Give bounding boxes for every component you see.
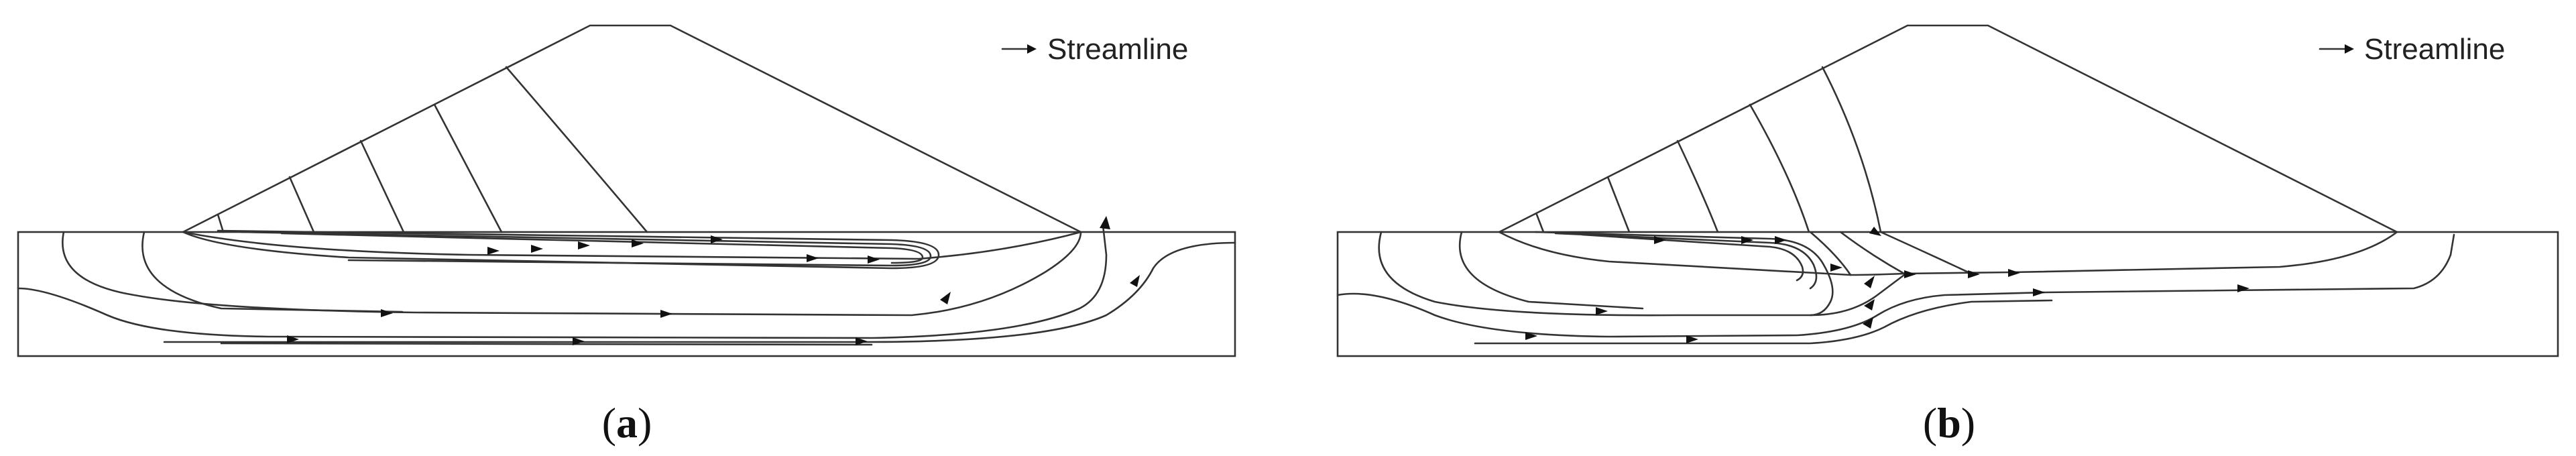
arrow-mark (807, 254, 819, 262)
streamline (1839, 231, 1906, 275)
streamline (1809, 231, 1852, 276)
arrow-mark (487, 247, 500, 255)
arrow-mark (1830, 264, 1842, 272)
streamline (1458, 231, 1644, 310)
arrow-mark (287, 335, 299, 343)
arrow-mark (1686, 335, 1698, 343)
arrow-mark (531, 245, 543, 253)
arrow-mark (632, 239, 644, 247)
streamlines-a (17, 224, 1236, 346)
panel-b: Streamline (b) (1336, 24, 2559, 447)
arrowheads-b (1525, 227, 2249, 343)
streamline (1534, 231, 1834, 317)
panel-caption: (a) (602, 399, 652, 447)
dam-line (1535, 213, 1545, 233)
legend-label: Streamline (2364, 33, 2505, 66)
streamline (1498, 231, 2398, 276)
arrow-mark (940, 292, 951, 304)
arrow-mark (1596, 307, 1608, 315)
dam-line (217, 213, 225, 233)
legend-label: Streamline (1047, 33, 1188, 66)
caption-close: ) (1961, 399, 1975, 447)
arrow-mark (1654, 236, 1666, 244)
dam-line (359, 139, 405, 233)
dam-line (1676, 139, 1719, 233)
streamline (1336, 233, 2455, 338)
arrow-mark (1864, 276, 1875, 288)
dam-outline-b (1499, 24, 2398, 233)
streamline (182, 229, 940, 270)
arrow-mark (2237, 284, 2249, 292)
arrow-mark (1100, 216, 1110, 229)
streamline (17, 224, 1108, 339)
dam-line (1749, 103, 1810, 233)
streamline (240, 231, 932, 267)
streamline (182, 231, 1082, 260)
arrow-mark (660, 310, 672, 318)
streamline (1554, 232, 1818, 290)
legend-arrow-icon (1027, 44, 1037, 54)
streamlines-b (1336, 231, 2455, 345)
streamline (163, 241, 1236, 343)
streamline (141, 231, 404, 313)
arrow-mark (1775, 236, 1787, 244)
legend-arrow-icon (2345, 44, 2354, 54)
arrow-mark (1130, 275, 1140, 287)
arrow-mark (1525, 332, 1537, 340)
foundation-outline-b (1336, 231, 2559, 357)
streamline (1879, 231, 1973, 275)
arrow-mark (573, 337, 585, 345)
dam-line (1606, 176, 1631, 233)
streamline (280, 232, 924, 264)
caption-letter: b (1937, 399, 1961, 447)
arrow-mark (868, 255, 880, 264)
arrow-mark (856, 337, 868, 345)
arrow-mark (1863, 317, 1873, 329)
arrow-mark (578, 241, 590, 249)
arrow-mark (1864, 299, 1875, 310)
caption-letter: a (616, 399, 638, 447)
dam-line (288, 176, 315, 233)
arrowheads-a (287, 216, 1140, 345)
caption-close: ) (638, 399, 652, 447)
caption-open: ( (1923, 399, 1937, 447)
arrow-mark (2033, 288, 2045, 296)
dam-line (433, 103, 503, 233)
caption-open: ( (602, 399, 616, 447)
dam-internal-lines-a (217, 66, 648, 233)
panel-caption: (b) (1923, 399, 1975, 447)
streamline (1474, 299, 2053, 345)
foundation-outline-a (17, 231, 1236, 357)
arrow-mark (1904, 270, 1916, 278)
dam-outline-a (182, 24, 1081, 233)
legend-b: Streamline (2319, 33, 2505, 66)
streamline (220, 342, 873, 346)
arrow-mark (2008, 269, 2020, 277)
arrow-mark (381, 309, 393, 317)
arrow-mark (1741, 236, 1753, 244)
arrow-mark (1968, 270, 1980, 278)
streamline (1581, 233, 1804, 282)
dam-line (505, 66, 648, 233)
dam-internal-lines-b (1535, 66, 1882, 233)
arrow-mark (711, 235, 723, 243)
dam-line (1821, 66, 1882, 233)
legend-a: Streamline (1001, 33, 1188, 66)
panel-a: Streamline (a) (17, 24, 1236, 447)
streamline (1378, 231, 1906, 317)
arrow-mark (1869, 227, 1881, 236)
